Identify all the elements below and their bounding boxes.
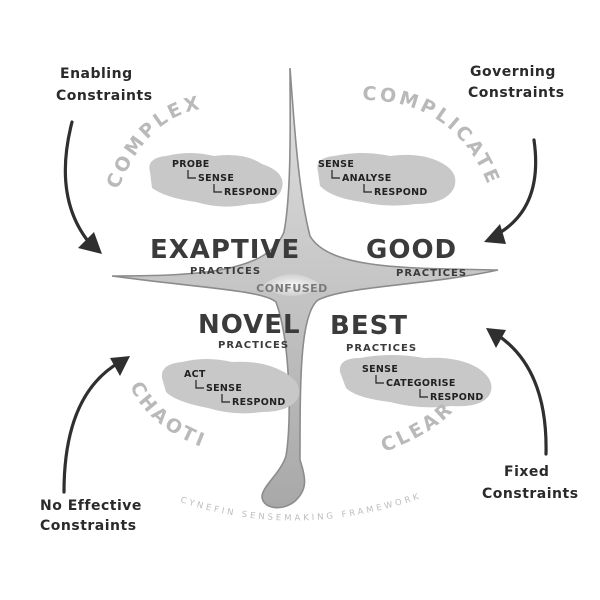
approach-clouds	[149, 153, 492, 414]
hook-arrow-icon	[363, 184, 372, 193]
practice-best: BEST	[330, 311, 408, 341]
practice-good-suffix: PRACTICES	[396, 268, 467, 279]
framework-title: CYNEFIN SENSEMAKING FRAMEWORK	[179, 491, 423, 523]
arrow-bottom-left-head-icon	[110, 356, 130, 376]
practice-exaptive: EXAPTIVE	[150, 235, 300, 265]
practices: EXAPTIVE PRACTICES GOOD PRACTICES NOVEL …	[150, 235, 467, 354]
practice-exaptive-suffix: PRACTICES	[190, 266, 261, 277]
hook-arrow-icon	[375, 375, 384, 384]
step-clear-1: SENSE	[362, 364, 398, 375]
practice-novel: NOVEL	[198, 310, 301, 340]
practice-novel-suffix: PRACTICES	[218, 340, 289, 351]
step-complicated-1: SENSE	[318, 159, 354, 170]
step-chaotic-2: SENSE	[206, 383, 242, 394]
constraint-bottom-left-line1: No Effective	[40, 498, 142, 514]
step-complex-1: PROBE	[172, 159, 210, 170]
step-clear-2: CATEGORISE	[386, 378, 456, 389]
hook-arrow-icon	[221, 394, 230, 403]
constraint-top-right-line2: Constraints	[468, 85, 565, 101]
hook-arrow-icon	[331, 170, 340, 179]
step-complicated-2: ANALYSE	[342, 173, 392, 184]
arrow-top-left	[63, 120, 94, 248]
cloud-clear	[339, 355, 492, 408]
arrow-bottom-right-head-icon	[486, 328, 506, 348]
constraint-bottom-right-line1: Fixed	[504, 464, 549, 480]
arrow-top-right-head-icon	[484, 224, 506, 244]
approach-chaotic: ACT SENSE RESPOND	[184, 369, 286, 408]
hook-arrow-icon	[195, 380, 204, 389]
practice-best-suffix: PRACTICES	[346, 343, 417, 354]
step-clear-3: RESPOND	[430, 392, 484, 403]
cloud-complex	[149, 153, 283, 207]
approach-clear: SENSE CATEGORISE RESPOND	[362, 364, 484, 403]
central-glow	[262, 274, 322, 296]
step-chaotic-3: RESPOND	[232, 397, 286, 408]
constraint-top-right-line1: Governing	[470, 64, 556, 80]
approach-complex: PROBE SENSE RESPOND	[172, 159, 278, 198]
constraint-labels: Enabling Constraints Governing Constrain…	[40, 64, 579, 534]
step-chaotic-1: ACT	[184, 369, 206, 380]
step-complex-3: RESPOND	[224, 187, 278, 198]
constraint-arrows	[62, 120, 548, 494]
domain-confused: CONFUSED	[256, 282, 328, 295]
constraint-bottom-right-line2: Constraints	[482, 486, 579, 502]
arrow-top-right	[492, 138, 538, 238]
cloud-complicated	[317, 153, 456, 206]
practice-good: GOOD	[366, 235, 457, 265]
approach-complicated: SENSE ANALYSE RESPOND	[318, 159, 428, 198]
constraint-bottom-left-line2: Constraints	[40, 518, 137, 534]
arrow-bottom-right	[494, 332, 548, 456]
step-complex-2: SENSE	[198, 173, 234, 184]
hook-arrow-icon	[419, 389, 428, 398]
hook-arrow-icon	[187, 170, 196, 179]
domain-boundaries	[111, 67, 499, 509]
arrow-top-left-head-icon	[78, 232, 102, 254]
constraint-top-left-line2: Constraints	[56, 88, 153, 104]
hook-arrow-icon	[213, 184, 222, 193]
constraint-top-left-line1: Enabling	[60, 66, 133, 82]
arrow-bottom-left	[62, 360, 122, 494]
step-complicated-3: RESPOND	[374, 187, 428, 198]
cloud-chaotic	[161, 359, 300, 414]
